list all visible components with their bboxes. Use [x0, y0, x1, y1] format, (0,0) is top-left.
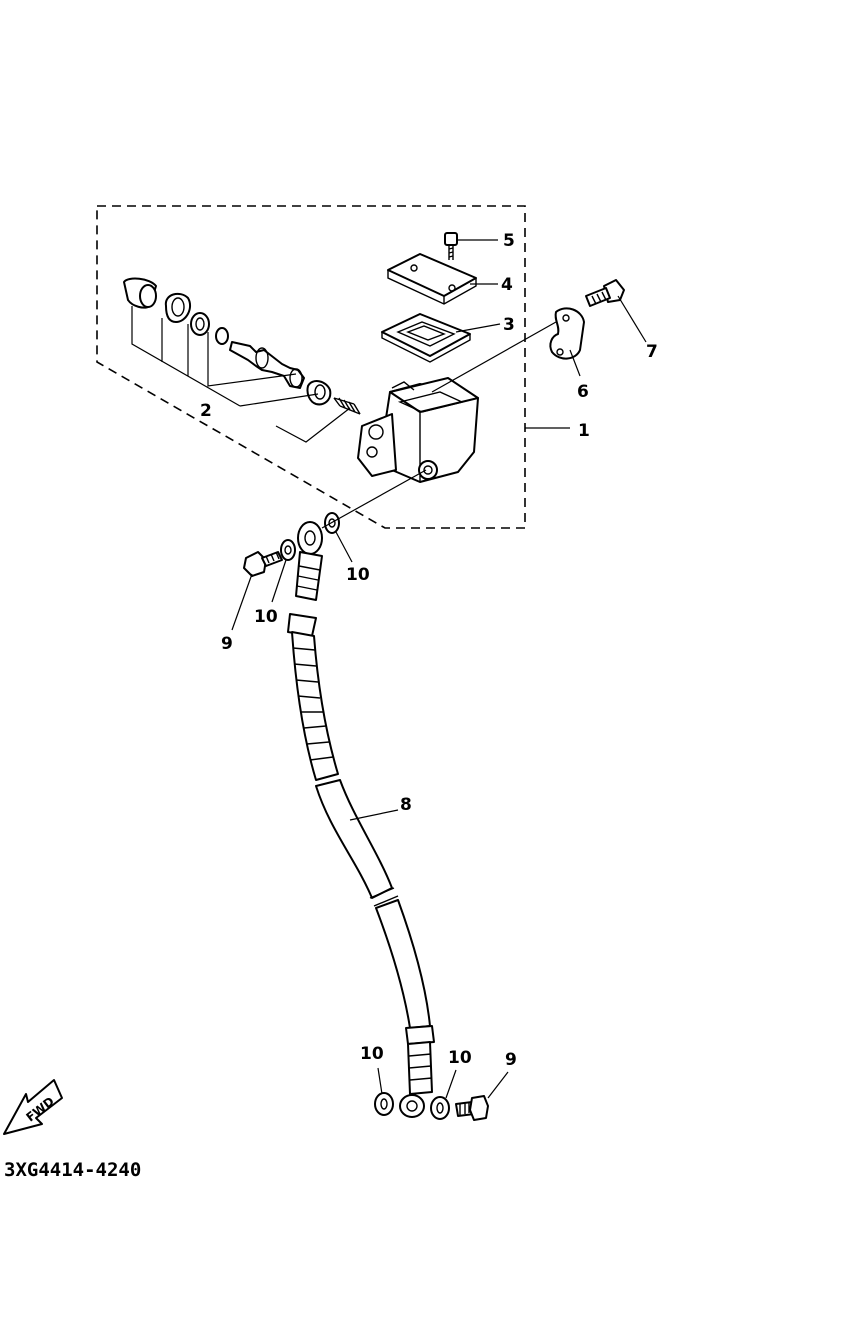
callout-10-top-right: 10 — [346, 565, 370, 585]
brake-hose — [287, 521, 435, 1118]
piston-kit — [123, 277, 361, 415]
callout-2: 2 — [200, 401, 212, 421]
copper-washer-top-left — [280, 539, 296, 561]
reservoir-cap — [387, 253, 477, 305]
callout-10-bottom-left: 10 — [360, 1044, 384, 1064]
callout-10-bottom-right: 10 — [448, 1048, 472, 1068]
callout-1: 1 — [578, 421, 590, 441]
leader-lines — [131, 239, 647, 1099]
holder-bolt — [585, 279, 625, 307]
callout-4: 4 — [501, 275, 513, 295]
callout-3: 3 — [503, 315, 515, 335]
master-cylinder-holder — [549, 307, 585, 360]
part-code: 3XG4414-4240 — [4, 1159, 141, 1181]
copper-washer-bottom-right — [430, 1096, 450, 1120]
callout-7: 7 — [646, 342, 658, 362]
copper-washer-bottom-left — [374, 1092, 394, 1116]
callout-9-bottom: 9 — [505, 1050, 517, 1070]
callout-6: 6 — [577, 382, 589, 402]
callout-10-top-left: 10 — [254, 607, 278, 627]
diaphragm — [381, 313, 471, 363]
callout-9-top: 9 — [221, 634, 233, 654]
union-bolt-top — [243, 551, 283, 577]
fwd-arrow-icon: FWD — [3, 1079, 63, 1135]
callout-8: 8 — [400, 795, 412, 815]
callout-5: 5 — [503, 231, 515, 251]
assembly-boundary — [96, 205, 526, 529]
master-cylinder-body — [357, 377, 479, 483]
union-bolt-bottom — [455, 1095, 489, 1121]
cap-screw — [444, 232, 458, 260]
